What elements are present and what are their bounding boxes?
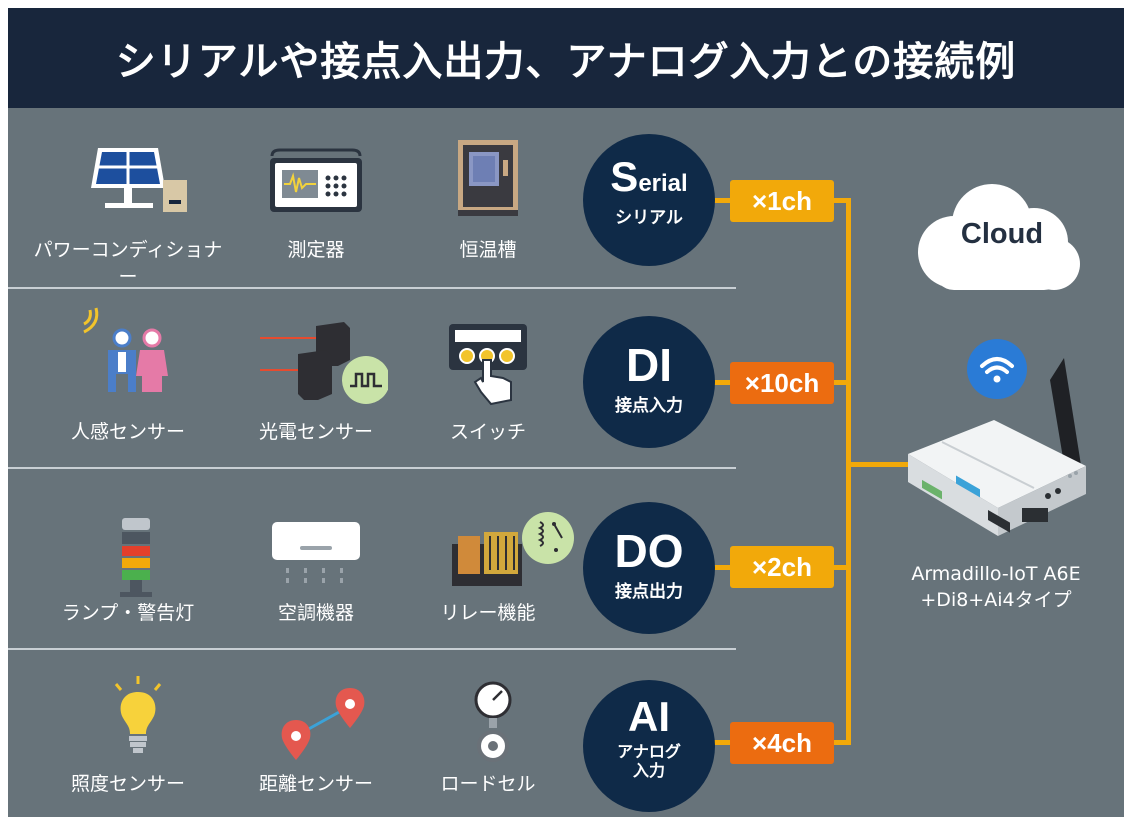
device-label: ロードセル bbox=[440, 773, 536, 795]
badge-sub: シリアル bbox=[615, 208, 683, 228]
device-label: 光電センサー bbox=[258, 421, 373, 443]
product-name: Armadillo-IoT A6E +Di8+Ai4タイプ bbox=[870, 562, 1122, 613]
air-conditioner-icon bbox=[272, 522, 360, 583]
badge-sub: 接点出力 bbox=[615, 582, 683, 602]
device-label: リレー機能 bbox=[440, 602, 536, 624]
badge-serial: Serial シリアル bbox=[583, 134, 715, 266]
badge-main: AI bbox=[628, 693, 670, 740]
switch-icon bbox=[449, 324, 527, 406]
badge-main: DI bbox=[626, 339, 672, 391]
device-label: ランプ・警告灯 bbox=[61, 602, 195, 624]
wifi-icon bbox=[967, 339, 1027, 399]
device-label: 恒温槽 bbox=[459, 239, 517, 261]
badge-serial-initial: S bbox=[610, 153, 639, 200]
badge-serial-rest: erial bbox=[638, 170, 688, 197]
warning-lamp-icon bbox=[120, 518, 152, 597]
row-divider bbox=[8, 648, 736, 650]
measuring-instrument-icon bbox=[270, 148, 362, 212]
diagram-frame: シリアルや接点入出力、アナログ入力との接続例 パワーコン bbox=[8, 8, 1124, 817]
photoelectric-sensor-icon bbox=[260, 322, 388, 404]
badge-sub: 入力 bbox=[632, 761, 665, 781]
badge-main: DO bbox=[614, 525, 684, 577]
device-label: 照度センサー bbox=[70, 773, 185, 795]
row-divider bbox=[8, 467, 736, 469]
wire-bus bbox=[846, 198, 851, 745]
light-bulb-icon bbox=[114, 676, 162, 753]
device-label: 空調機器 bbox=[277, 602, 354, 624]
solar-panel-icon bbox=[91, 148, 187, 212]
badge-do: DO 接点出力 bbox=[583, 502, 715, 634]
thermostatic-chamber-icon bbox=[458, 140, 518, 216]
device-label: パワーコンディショナー bbox=[33, 239, 223, 288]
map-pin-icon bbox=[281, 688, 365, 760]
product-variant: +Di8+Ai4タイプ bbox=[920, 588, 1072, 611]
channel-count-di: ×10ch bbox=[730, 362, 834, 404]
page-title: シリアルや接点入出力、アナログ入力との接続例 bbox=[115, 39, 1017, 85]
channel-count-serial: ×1ch bbox=[730, 180, 834, 222]
cloud-icon bbox=[918, 184, 1080, 290]
device-label: 距離センサー bbox=[258, 773, 373, 795]
title-bar: シリアルや接点入出力、アナログ入力との接続例 bbox=[8, 8, 1124, 108]
channel-count-do: ×2ch bbox=[730, 546, 834, 588]
relay-icon bbox=[452, 512, 574, 586]
row-divider bbox=[8, 287, 736, 289]
load-cell-icon bbox=[474, 681, 512, 762]
device-label: 測定器 bbox=[287, 239, 345, 261]
device-label: 人感センサー bbox=[70, 421, 185, 443]
badge-ai: AI アナログ 入力 bbox=[583, 680, 715, 812]
device-label: スイッチ bbox=[449, 421, 526, 443]
channel-count-ai: ×4ch bbox=[730, 722, 834, 764]
armadillo-device-icon bbox=[908, 358, 1086, 536]
badge-di: DI 接点入力 bbox=[583, 316, 715, 448]
badge-sub: 接点入力 bbox=[615, 396, 683, 416]
badge-sub: アナログ bbox=[617, 742, 681, 761]
motion-sensor-icon bbox=[83, 307, 168, 392]
product-model: Armadillo-IoT A6E bbox=[911, 563, 1081, 585]
cloud-label: Cloud bbox=[960, 218, 1044, 250]
wire-to-device bbox=[846, 462, 908, 467]
